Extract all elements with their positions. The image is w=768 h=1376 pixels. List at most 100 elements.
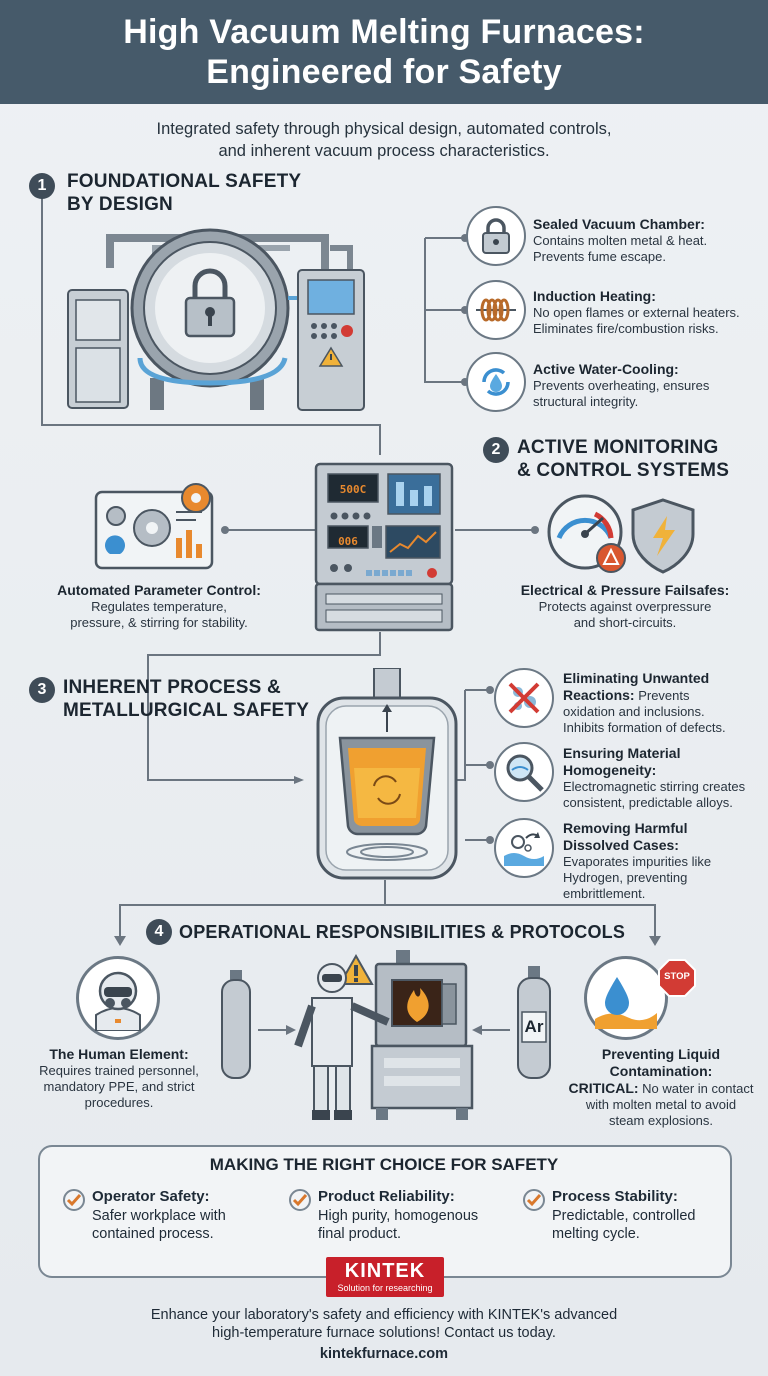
callout-title-line2: Contamination:: [609, 1063, 713, 1079]
callout-body-line1: Regulates temperature,: [91, 599, 227, 614]
website-link[interactable]: kintekfurnace.com: [319, 1346, 449, 1362]
choice-item-title: Product Reliability:: [318, 1188, 455, 1205]
coil-icon: [466, 280, 526, 340]
callout-title-cont: Homogeneity:: [563, 762, 657, 778]
callout-body-line1: Electromagnetic stirring creates: [563, 779, 746, 794]
water-cycle-icon: [466, 352, 526, 412]
stop-sign-icon: [658, 959, 696, 997]
ppe-operator-icon: [76, 956, 160, 1040]
callout-title-cont: Dissolved Cases:: [563, 837, 679, 853]
callout-body-inline: No water in contact: [638, 1081, 754, 1096]
callout-body-line2: Prevents fume escape.: [533, 249, 666, 264]
electrical-pressure-failsafes: Electrical & Pressure Failsafes: Protect…: [490, 582, 760, 631]
section1-title-line1: FOUNDATIONAL SAFETY: [67, 171, 302, 192]
callout-body-line2: Hydrogen, preventing: [563, 870, 688, 885]
checkmark-icon: [523, 1189, 545, 1211]
choice-item-title: Operator Safety:: [92, 1188, 210, 1205]
subtitle-line2: and inherent vacuum process characterist…: [218, 142, 550, 160]
argon-cylinder-icon: [517, 966, 551, 1079]
automated-parameter-control: Automated Parameter Control: Regulates t…: [30, 582, 288, 631]
callout-title: Active Water-Cooling:: [533, 361, 679, 377]
argon-label: Ar: [524, 1017, 544, 1036]
kintek-logo[interactable]: KINTEK Solution for researching: [326, 1257, 444, 1297]
cta-line2: high-temperature furnace solutions! Cont…: [212, 1325, 556, 1341]
monitor-gears-icon: [94, 483, 214, 570]
callout-title: Removing Harmful: [563, 820, 688, 836]
checkmark-icon: [63, 1189, 85, 1211]
header-banner: High Vacuum Melting Furnaces: Engineered…: [0, 0, 768, 104]
callout-induction-heating: Induction Heating: No open flames or ext…: [533, 288, 765, 337]
no-reaction-icon: [494, 668, 554, 728]
callout-body-line1: Requires trained personnel,: [39, 1063, 199, 1078]
callout-body-line1: Evaporates impurities like: [563, 854, 712, 869]
callout-body-inline: Prevents: [634, 688, 690, 703]
section1-title: FOUNDATIONAL SAFETY BY DESIGN: [67, 170, 301, 216]
callout-title: Induction Heating:: [533, 288, 656, 304]
section4-title: OPERATIONAL RESPONSIBILITIES & PROTOCOLS: [179, 922, 626, 942]
choice-item-body-line1: High purity, homogenous: [318, 1208, 479, 1224]
section2-title-line2: & CONTROL SYSTEMS: [517, 460, 730, 481]
choice-item-body: Safer workplace with contained process.: [92, 1207, 272, 1243]
choice-title: MAKING THE RIGHT CHOICE FOR SAFETY: [209, 1155, 559, 1174]
callout-body-line2: consistent, predictable alloys.: [563, 795, 733, 810]
choice-item-body-line2: melting cycle.: [552, 1226, 640, 1242]
section3-number: 3: [29, 677, 55, 703]
section3-title: INHERENT PROCESS & METALLURGICAL SAFETY: [63, 676, 309, 722]
gas-bubble-icon: [494, 818, 554, 878]
section3-title-line1: INHERENT PROCESS &: [63, 677, 281, 698]
callout-title: Eliminating Unwanted: [563, 670, 710, 686]
callout-title: Sealed Vacuum Chamber:: [533, 216, 705, 232]
section2-number: 2: [483, 437, 509, 463]
callout-body-line2: Eliminates fire/combustion risks.: [533, 321, 719, 336]
section2-title: ACTIVE MONITORING & CONTROL SYSTEMS: [517, 436, 729, 482]
callout-body-line2: and short-circuits.: [573, 615, 677, 630]
page-title-line1: High Vacuum Melting Furnaces:: [123, 13, 645, 51]
choice-panel: [38, 1145, 732, 1278]
water-stop-icon: [584, 956, 668, 1040]
cta-line1: Enhance your laboratory's safety and eff…: [150, 1307, 618, 1323]
brand-name: KINTEK: [344, 1260, 426, 1282]
choice-item-body-line2: contained process.: [92, 1226, 214, 1242]
callout-body-line1: Prevents overheating, ensures: [533, 378, 710, 393]
gas-cylinder-icon: [221, 970, 251, 1079]
crucible-chamber-illustration: [316, 668, 458, 880]
panel-display-counter: 006: [338, 535, 358, 548]
subtitle-line1: Integrated safety through physical desig…: [156, 120, 612, 138]
panel-display-temperature: 500C: [339, 483, 367, 496]
section2-title-line1: ACTIVE MONITORING: [517, 437, 719, 458]
callout-body-line1: oxidation and inclusions.: [563, 704, 705, 719]
callout-water-cooling: Active Water-Cooling: Prevents overheati…: [533, 361, 765, 410]
gauge-shield-icon: [547, 494, 695, 574]
callout-body-line3: procedures.: [84, 1095, 154, 1110]
callout-title: Ensuring Material: [563, 745, 681, 761]
callout-body-line2: mandatory PPE, and strict: [43, 1079, 195, 1094]
control-console-illustration: [314, 462, 454, 632]
callout-body-line2: Inhibits formation of defects.: [563, 720, 726, 735]
section1-number: 1: [29, 173, 55, 199]
choice-item-title: Process Stability:: [552, 1188, 678, 1205]
critical-label: CRITICAL:: [568, 1080, 639, 1096]
callout-title-line1: Preventing Liquid: [601, 1046, 721, 1062]
human-element-callout: The Human Element: Requires trained pers…: [22, 1046, 216, 1111]
choice-item-body-line1: Safer workplace with: [92, 1208, 226, 1224]
section4-number: 4: [146, 919, 172, 945]
checkmark-icon: [289, 1189, 311, 1211]
callout-title: Automated Parameter Control:: [57, 582, 261, 598]
callout-body-line1: Contains molten metal & heat.: [533, 233, 708, 248]
callout-body-line3: embrittlement.: [563, 886, 646, 901]
operator-furnace-illustration: [294, 950, 474, 1120]
choice-item-body-line2: final product.: [318, 1226, 402, 1242]
vacuum-furnace-illustration: [67, 228, 365, 411]
callout-body-line2: with molten metal to avoid: [585, 1097, 737, 1112]
callout-title: The Human Element:: [49, 1046, 189, 1062]
padlock-icon: [466, 206, 526, 266]
callout-body-line1: Protects against overpressure: [538, 599, 712, 614]
callout-body-line2: pressure, & stirring for stability.: [70, 615, 248, 630]
callout-body-line2: structural integrity.: [533, 394, 639, 409]
call-to-action: Enhance your laboratory's safety and eff…: [60, 1306, 708, 1342]
subtitle: Integrated safety through physical desig…: [60, 118, 708, 162]
magnifier-icon: [494, 742, 554, 802]
choice-item-body: High purity, homogenous final product.: [318, 1207, 498, 1243]
brand-tagline: Solution for researching: [337, 1283, 433, 1293]
